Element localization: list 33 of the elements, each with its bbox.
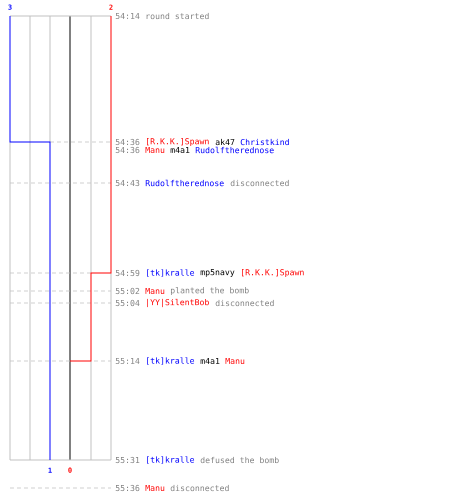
player-name: Rudolftherednose	[196, 146, 274, 154]
player-name: Manu	[146, 288, 164, 294]
player-name: [tk]kralle	[147, 357, 194, 365]
log-time: 55:04	[116, 300, 140, 306]
log-time: 55:02	[116, 288, 140, 294]
event-text: round started	[146, 12, 209, 20]
weapon-name: m4a1	[170, 146, 190, 154]
log-time: 55:31	[116, 456, 140, 464]
event-text: planted the bomb	[170, 287, 249, 295]
player-name: Rudolftherednose	[146, 180, 224, 186]
log-time: 54:36	[116, 146, 140, 154]
player-name: Christkind	[240, 138, 289, 146]
player-name: [R.K.K.]Spawn	[147, 138, 209, 146]
log-time: 55:14	[116, 358, 140, 364]
player-name: [R.K.K.]Spawn	[242, 269, 304, 277]
log-time: 54:43	[116, 180, 140, 186]
event-text: defused the bomb	[200, 456, 279, 464]
event-text: disconnected	[170, 484, 229, 492]
weapon-name: mp5navy	[200, 269, 234, 277]
player-name: Manu	[146, 484, 164, 492]
event-text: disconnected	[230, 180, 289, 186]
log-time: 55:36	[116, 484, 140, 492]
weapon-name: m4a1	[200, 358, 220, 364]
player-name: [tk]kralle	[147, 269, 194, 277]
weapon-name: ak47	[216, 138, 234, 146]
log-time: 54:59	[116, 270, 140, 276]
log-time: 54:36	[116, 138, 140, 146]
log-time: 54:14	[116, 12, 140, 20]
event-text: disconnected	[216, 300, 274, 306]
player-name: |YY|SilentBob	[147, 298, 209, 308]
player-name: Manu	[226, 358, 244, 364]
player-name: [tk]kralle	[147, 456, 194, 464]
player-name: Manu	[146, 146, 164, 154]
